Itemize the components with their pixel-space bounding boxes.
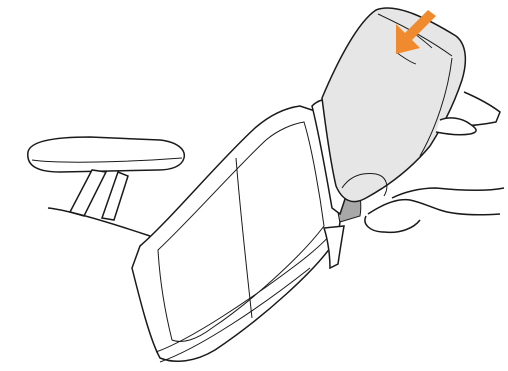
lower-hand-fingers xyxy=(365,216,420,232)
backrest-cover xyxy=(322,8,465,202)
lower-hand xyxy=(368,200,500,215)
armrest xyxy=(28,137,185,236)
armrest-support-inner xyxy=(102,172,128,220)
armrest-support xyxy=(70,170,106,216)
backrest-with-cover xyxy=(312,8,465,214)
lower-arm xyxy=(392,188,504,198)
armrest-base xyxy=(48,208,150,236)
armrest-pad xyxy=(28,137,185,172)
